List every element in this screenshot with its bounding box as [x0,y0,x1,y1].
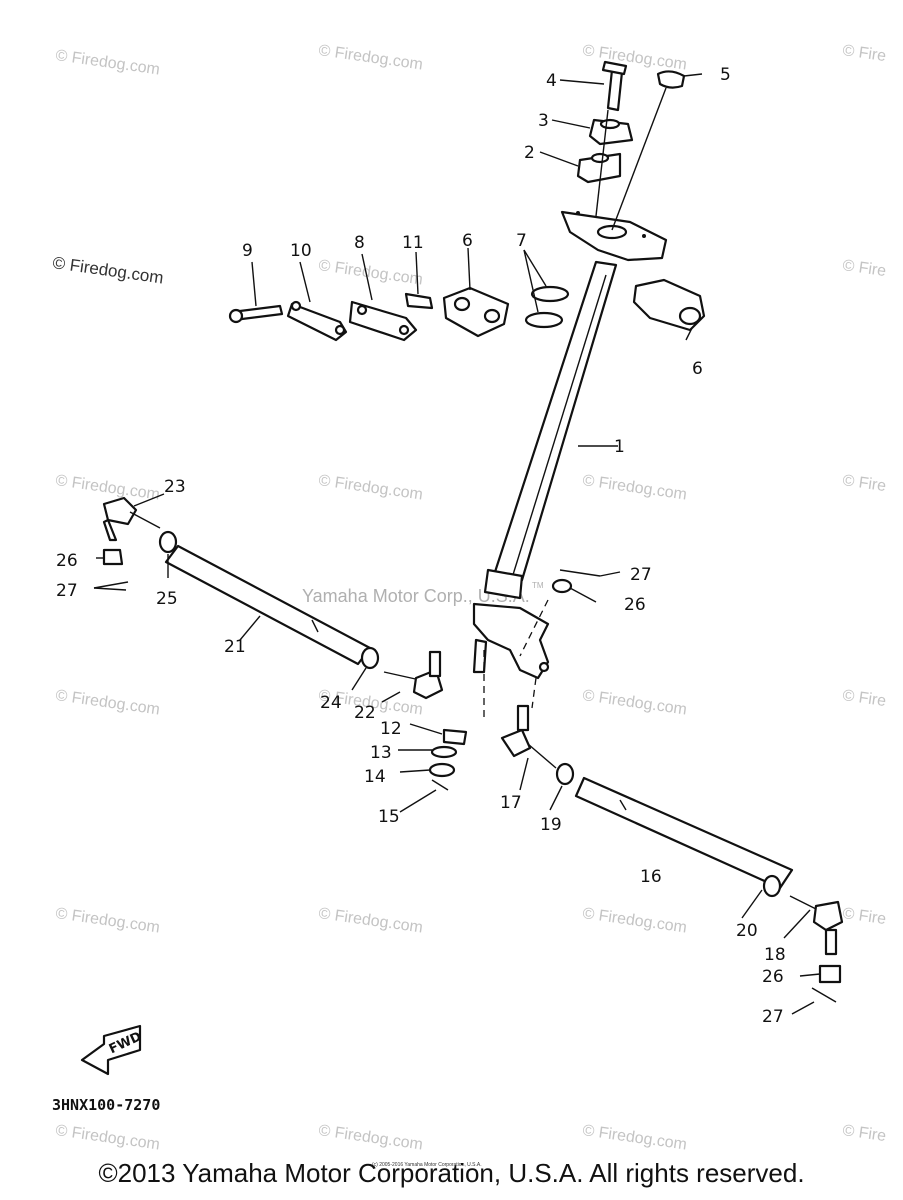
callouts: 1 2 3 4 5 6 6 7 8 9 10 11 12 13 14 15 16… [56,65,786,1027]
watermark: © Fire [841,687,887,710]
callout-7: 7 [516,231,527,251]
fwd-arrow-icon: FWD [80,1024,144,1076]
upper-clamp-group [576,60,686,231]
watermark: © Firedog.com [54,472,160,503]
watermark: © Fire [841,472,887,495]
callout-3: 3 [538,111,549,131]
callout-21: 21 [224,637,246,657]
callout-14: 14 [364,767,386,787]
watermark: © Firedog.com [54,687,160,718]
callout-4: 4 [546,71,557,91]
copyright-footer: ©2013 Yamaha Motor Corporation, U.S.A. A… [98,1158,805,1188]
watermark: © Fire [841,257,887,280]
callout-27-right-bottom: 27 [762,1007,784,1027]
watermark: © Firedog.com [317,905,423,936]
callout-16: 16 [640,867,662,887]
callout-26-right-top: 26 [624,595,646,615]
watermark-left: © Firedog.com [51,253,164,287]
watermark: © Fire [841,905,887,928]
callout-26-right-bottom: 26 [762,967,784,987]
callout-18: 18 [764,945,786,965]
bracket-group [228,278,706,342]
callout-27-left: 27 [56,581,78,601]
callout-27-right-top: 27 [630,565,652,585]
watermark: © Firedog.com [581,1122,687,1153]
steering-shaft [472,210,668,680]
watermark: © Firedog.com [54,905,160,936]
callout-5: 5 [720,65,731,85]
callout-12: 12 [380,719,402,739]
callout-24: 24 [320,693,342,713]
watermark: © Firedog.com [581,472,687,503]
watermark-tm: TM [532,581,544,590]
watermark: © Firedog.com [54,47,160,78]
callout-6-bracket: 6 [462,231,473,251]
watermark: © Firedog.com [581,42,687,73]
watermark: © Firedog.com [317,257,423,288]
watermark: © Firedog.com [581,687,687,718]
knuckle-hardware [428,650,537,791]
callout-2: 2 [524,143,535,163]
callout-20: 20 [736,921,758,941]
watermark: © Firedog.com [317,42,423,73]
right-tie-rod [500,569,844,1003]
callout-19: 19 [540,815,562,835]
watermark: © Fire [841,1122,887,1145]
callout-22: 22 [354,703,376,723]
callout-8: 8 [354,233,365,253]
small-copyright: (c) 2005-2016 Yamaha Motor Corporation, … [372,1162,482,1168]
callout-6-cap: 6 [692,359,703,379]
leader-lines [93,73,821,1015]
watermark: © Firedog.com [317,472,423,503]
callout-11: 11 [402,233,424,253]
watermark: © Firedog.com [581,905,687,936]
left-tie-rod [93,496,444,700]
watermark: © Firedog.com [317,1122,423,1153]
callout-9: 9 [242,241,253,261]
callout-17: 17 [500,793,522,813]
watermark-yamaha: Yamaha Motor Corp., U.S.A. [302,586,530,606]
diagram-code: 3HNX100-7270 [52,1096,160,1114]
callout-10: 10 [290,241,312,261]
callout-15: 15 [378,807,400,827]
watermark: © Fire [841,42,887,65]
watermark: © Firedog.com [54,1122,160,1153]
callout-23: 23 [164,477,186,497]
callout-25: 25 [156,589,178,609]
callout-26-left: 26 [56,551,78,571]
callout-13: 13 [370,743,392,763]
callout-1: 1 [614,437,625,457]
